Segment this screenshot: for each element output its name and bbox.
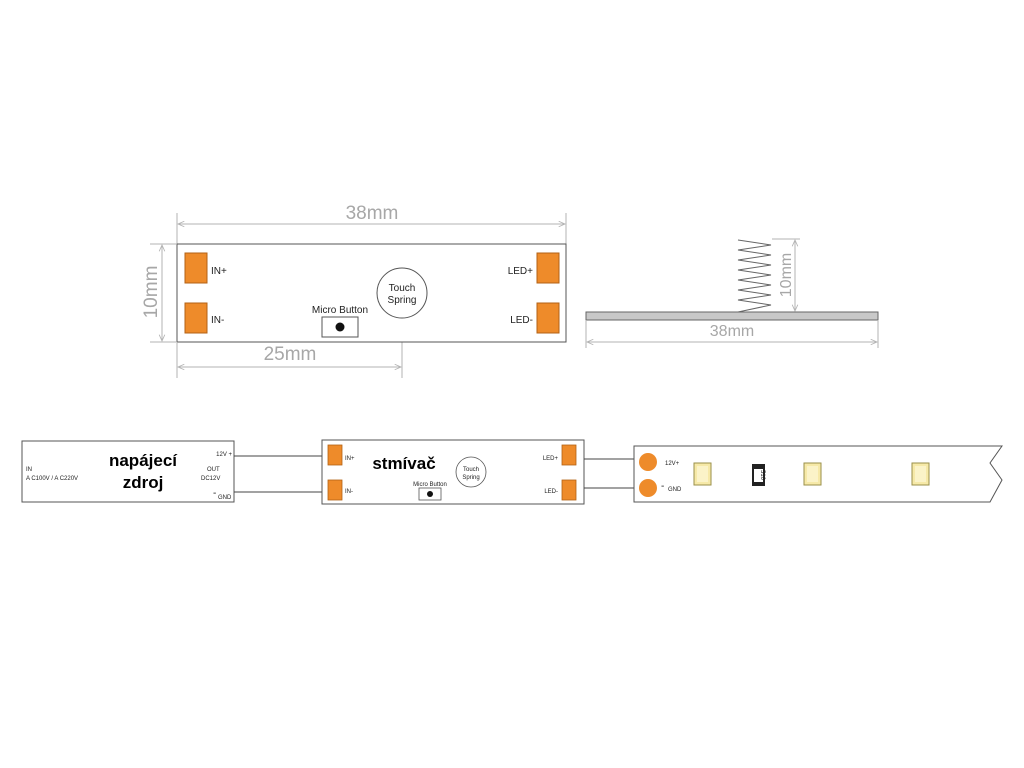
pad-led-minus (536, 302, 560, 334)
dimmer-micro-button-label: Micro Button (413, 482, 447, 488)
dimmer-pad-in-minus (327, 479, 343, 501)
strip-plus-label: 12V+ (665, 461, 680, 467)
height-dimension-label: 10mm (141, 266, 162, 319)
dimmer-led-plus-label: LED+ (543, 456, 559, 462)
pad-led-plus (536, 252, 560, 284)
power-supply-box (21, 440, 235, 503)
resistor-label: 510 (759, 470, 765, 481)
power-supply-in-voltage: A C100V / A C220V (26, 476, 78, 482)
power-supply-out-voltage: DC12V (201, 476, 220, 482)
dimmer-micro-button-dot (427, 491, 433, 497)
power-supply-title-line2: zdroj (123, 473, 164, 492)
strip-minus-sign: - (661, 481, 664, 492)
pad-in-minus (184, 302, 208, 334)
dimmer-pad-led-plus (561, 444, 577, 466)
dimmer-touch-label-line2: Spring (462, 475, 479, 481)
side-height-dimension-label: 10mm (778, 253, 795, 297)
power-supply-plus-label: 12V + (216, 452, 232, 458)
pad-in-plus (184, 252, 208, 284)
dimmer-in-minus-label: IN- (345, 489, 353, 495)
power-supply-title-line1: napájecí (109, 451, 178, 470)
top-view-board: 38mm 10mm 25mm IN+ IN- LED+ LED- Touch S… (141, 203, 567, 378)
width-dimension-label: 38mm (346, 203, 399, 224)
dimmer-title: stmívač (372, 454, 435, 473)
spring-dimension-label: 25mm (264, 344, 317, 365)
dimmer-box (321, 439, 585, 505)
strip-gnd-label: GND (668, 487, 682, 493)
touch-spring-circle (376, 267, 428, 319)
pad-in-minus-label: IN- (211, 315, 224, 326)
dimmer-touch-label-line1: Touch (463, 467, 479, 473)
dimmer-pad-in-plus (327, 444, 343, 466)
led-strip: 12V+ - GND 510 (633, 445, 1003, 503)
dimmer-touch-spring-circle (455, 456, 487, 488)
power-supply-gnd-label: GND (218, 495, 232, 501)
dimmer-led-minus-label: LED- (544, 489, 558, 495)
power-supply-in-label: IN (26, 467, 32, 473)
strip-pad-minus (639, 479, 657, 497)
side-base-plate (585, 311, 879, 321)
touch-spring-label-line2: Spring (388, 295, 417, 306)
spring-zigzag (737, 239, 772, 313)
power-supply-minus-sign: - (213, 488, 216, 499)
power-supply-out-label: OUT (207, 467, 220, 473)
touch-spring-label-line1: Touch (389, 283, 416, 294)
pad-in-plus-label: IN+ (211, 266, 227, 277)
board-outline (176, 243, 567, 343)
side-width-dimension-label: 38mm (710, 323, 754, 340)
dimmer-in-plus-label: IN+ (345, 456, 355, 462)
micro-button-label: Micro Button (312, 305, 368, 316)
pad-led-minus-label: LED- (510, 315, 533, 326)
power-supply: napájecí zdroj IN A C100V / A C220V OUT … (21, 440, 235, 503)
strip-pad-plus (639, 453, 657, 471)
micro-button-dot (335, 322, 345, 332)
dimmer: IN+ IN- LED+ LED- stmívač Touch Spring M… (321, 439, 585, 505)
dimmer-pad-led-minus (561, 479, 577, 501)
side-view: 10mm 38mm (585, 238, 879, 348)
pad-led-plus-label: LED+ (508, 266, 533, 277)
